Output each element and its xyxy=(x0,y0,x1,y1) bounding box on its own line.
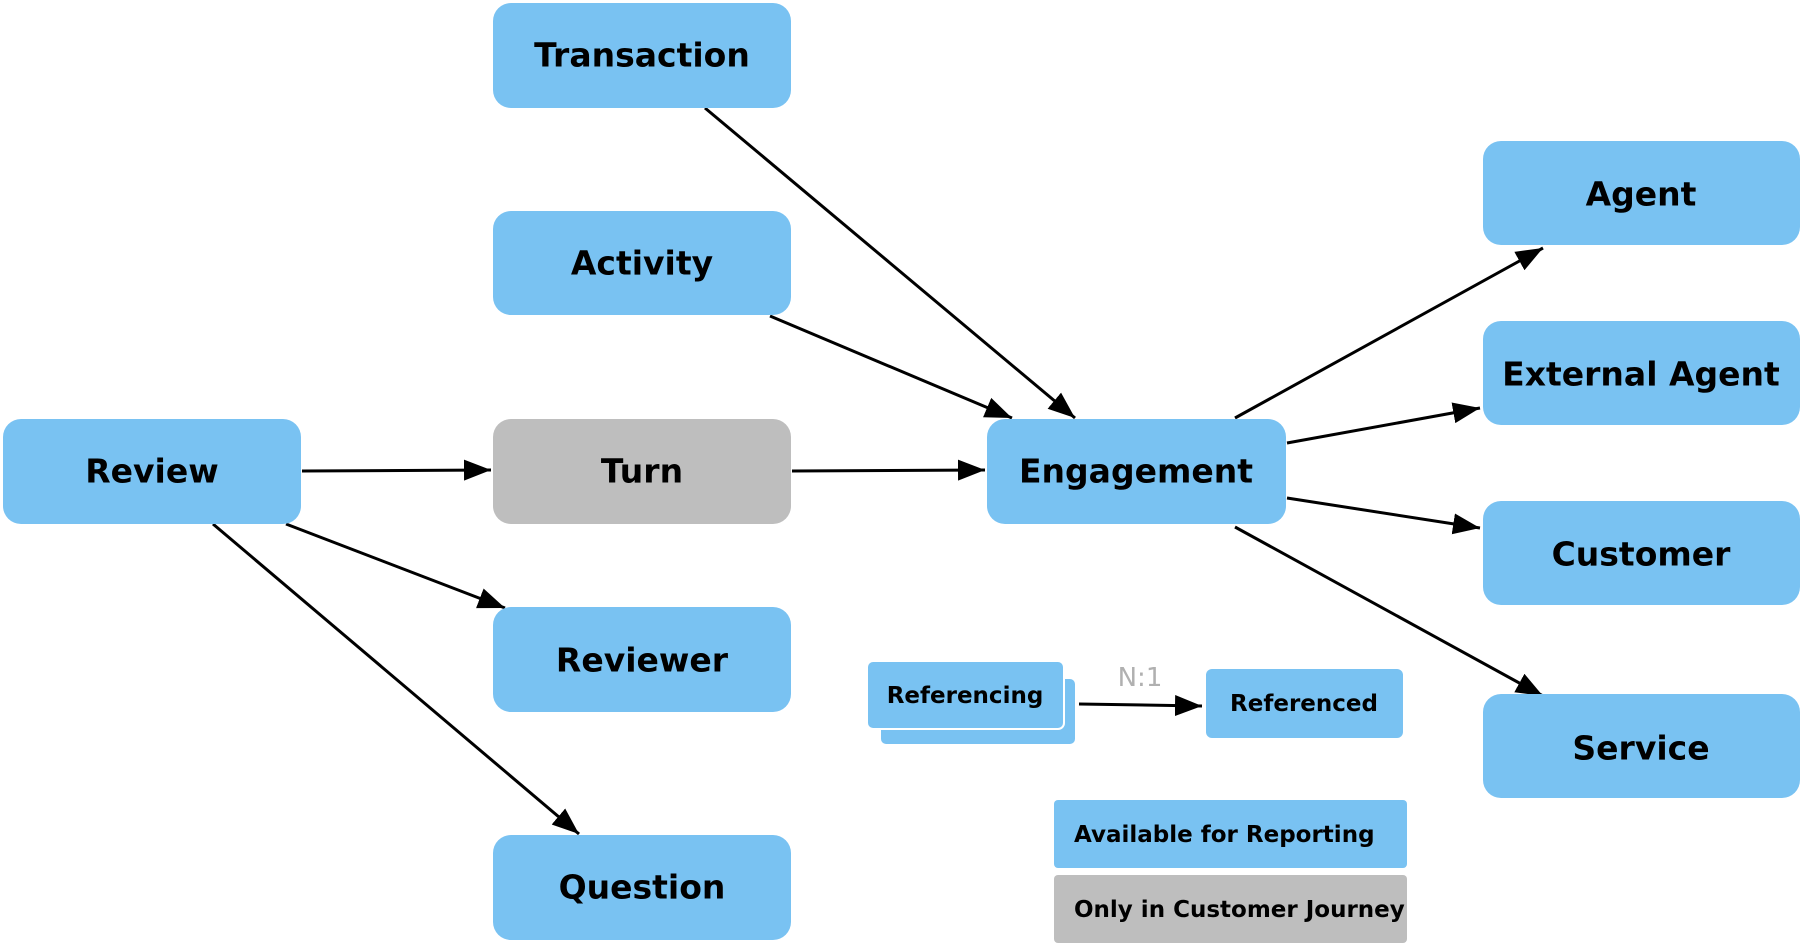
legend-available-label: Available for Reporting xyxy=(1074,822,1375,848)
node-activity[interactable]: Activity xyxy=(493,211,791,315)
edge-review-to-question xyxy=(212,522,580,836)
node-review[interactable]: Review xyxy=(3,419,301,524)
node-customer[interactable]: Customer xyxy=(1483,501,1800,605)
legend-referenced-label: Referenced xyxy=(1230,691,1378,717)
node-service-label: Service xyxy=(1572,729,1709,768)
node-agent[interactable]: Agent xyxy=(1483,141,1800,245)
legend-journey-label: Only in Customer Journey xyxy=(1074,897,1405,923)
legend-cardinality-label: N:1 xyxy=(1118,663,1163,693)
edge-engagement-to-agent xyxy=(1234,246,1544,420)
node-engagement-label: Engagement xyxy=(1019,452,1253,491)
node-reviewer[interactable]: Reviewer xyxy=(493,607,791,712)
node-question-label: Question xyxy=(559,868,726,907)
node-customer-label: Customer xyxy=(1552,535,1732,574)
node-external-agent-label: External Agent xyxy=(1502,355,1780,394)
edge-engagement-to-customer xyxy=(1286,496,1481,535)
node-activity-label: Activity xyxy=(571,244,713,283)
node-transaction[interactable]: Transaction xyxy=(493,3,791,108)
edge-review-to-reviewer xyxy=(285,522,506,610)
legend-color-key: Available for Reporting Only in Customer… xyxy=(1054,800,1407,943)
legend-journey-swatch xyxy=(1054,875,1407,943)
legend-relationship-arrow xyxy=(1078,695,1203,717)
node-turn[interactable]: Turn xyxy=(493,419,791,524)
edge-turn-to-engagement xyxy=(791,459,986,481)
legend-referencing-label: Referencing xyxy=(887,683,1044,709)
node-service[interactable]: Service xyxy=(1483,694,1800,798)
edge-engagement-to-service xyxy=(1234,525,1544,698)
edge-review-to-turn xyxy=(301,459,492,481)
node-turn-label: Turn xyxy=(601,452,683,491)
legend-relationship: Referencing N:1 Referenced xyxy=(866,660,1403,746)
edge-engagement-to-external-agent xyxy=(1286,402,1481,445)
edges-layer xyxy=(212,106,1544,836)
node-question[interactable]: Question xyxy=(493,835,791,940)
legend-referenced-box xyxy=(1206,669,1403,738)
legend-available-swatch xyxy=(1054,800,1407,868)
legend-referencing-box xyxy=(866,660,1065,730)
node-review-label: Review xyxy=(85,452,218,491)
edge-activity-to-engagement xyxy=(769,314,1013,420)
node-external-agent[interactable]: External Agent xyxy=(1483,321,1800,425)
node-engagement[interactable]: Engagement xyxy=(987,419,1286,524)
node-reviewer-label: Reviewer xyxy=(556,641,729,680)
edge-transaction-to-engagement xyxy=(704,106,1076,420)
node-transaction-label: Transaction xyxy=(534,36,750,75)
node-agent-label: Agent xyxy=(1586,175,1697,214)
